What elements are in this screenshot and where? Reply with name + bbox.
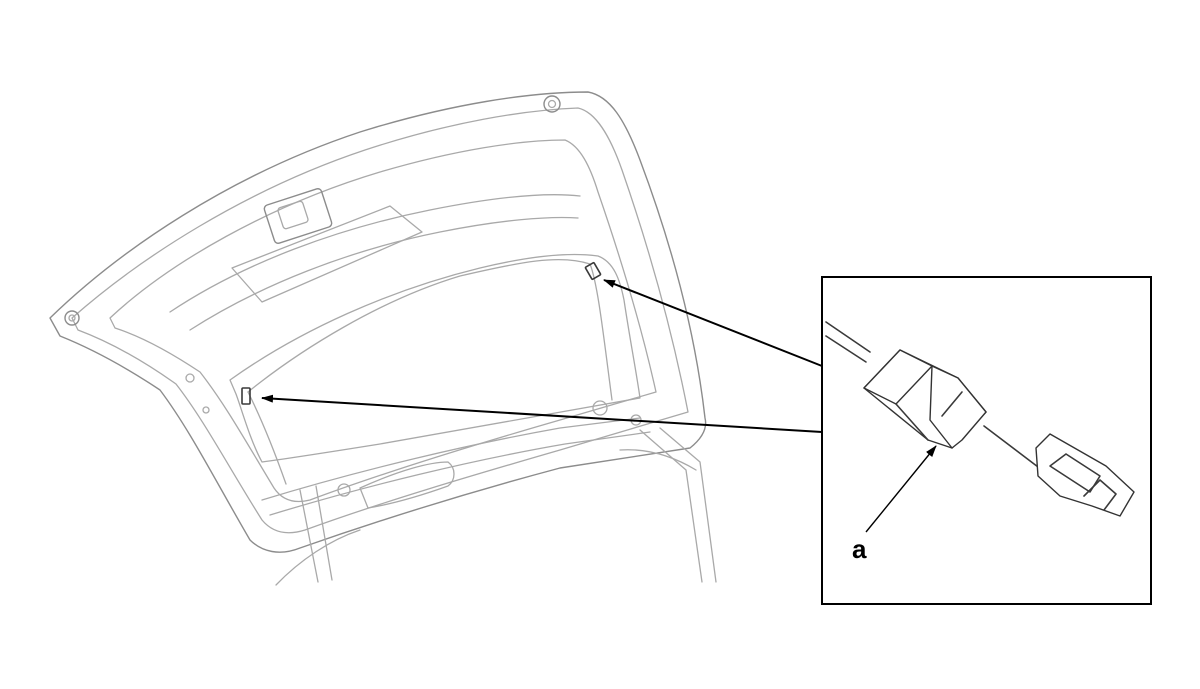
lid-bolt-right	[543, 95, 561, 113]
wiring-harness-branch	[247, 391, 287, 485]
lid-lower-trim-2	[269, 431, 651, 516]
wire-upper	[825, 321, 871, 353]
lid-upper-band	[189, 216, 579, 331]
lid-upper-band-2	[169, 194, 581, 313]
right-strut	[639, 429, 703, 583]
lid-clip-1	[185, 373, 195, 383]
arrow-to-left-connector	[261, 394, 823, 433]
lid-clip-2	[202, 406, 210, 414]
lid-center-opening	[229, 253, 641, 463]
terminal-clip-tab	[1083, 479, 1117, 511]
lid-bolt-right-center	[547, 99, 557, 109]
lid-trim-outline	[109, 139, 657, 503]
lid-bolt-left	[64, 310, 80, 326]
lid-clip-3	[592, 400, 608, 416]
callout-a-leader	[865, 445, 937, 533]
lid-handle-inner	[277, 200, 309, 230]
wire-upper-2	[825, 335, 867, 363]
callout-a-label: a	[852, 534, 867, 564]
left-strut-2	[315, 485, 333, 581]
lid-lower-pocket	[359, 461, 455, 509]
body-edge-left	[275, 529, 361, 586]
connector-collar	[929, 365, 987, 449]
lid-bolt-left-center	[68, 314, 76, 322]
wire-lower	[983, 425, 1043, 471]
lid-connector-left	[241, 387, 251, 405]
detail-inset: a	[821, 276, 1152, 605]
lid-handle	[263, 188, 333, 244]
right-strut-2	[659, 427, 717, 583]
terminal-clip-inner	[1049, 453, 1101, 493]
connector-collar-line	[941, 391, 963, 417]
left-strut	[299, 489, 319, 583]
lid-outer-edge	[49, 91, 707, 553]
trunk-lid-illustration	[49, 91, 717, 586]
lid-lower-trim	[261, 417, 641, 501]
lid-clip-5	[337, 483, 351, 497]
lid-recess	[231, 205, 423, 303]
detail-frame	[821, 276, 1152, 605]
wiring-harness	[247, 258, 613, 401]
lid-inner-edge	[71, 107, 689, 534]
lid-connector-right	[584, 262, 602, 280]
arrow-to-right-connector	[603, 279, 823, 367]
body-edge-right	[619, 449, 697, 471]
connector-edge	[895, 403, 929, 441]
terminal-clip	[1035, 433, 1135, 517]
